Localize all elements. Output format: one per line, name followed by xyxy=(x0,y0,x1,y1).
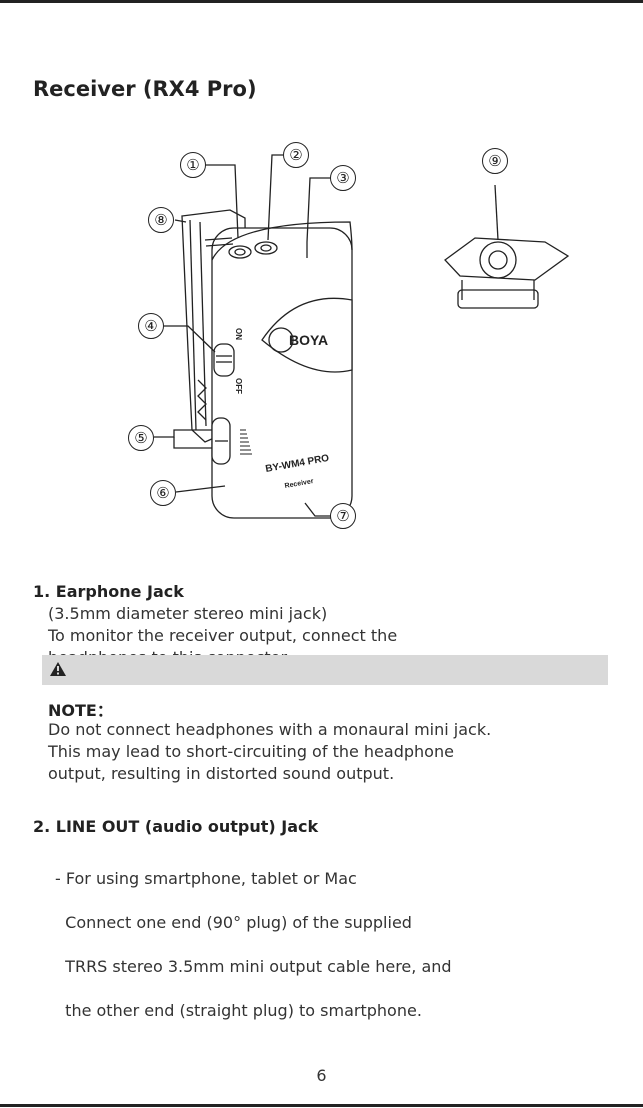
note-line: This may lead to short-circuiting of the… xyxy=(48,742,454,761)
on-label: ON xyxy=(234,328,243,340)
callout-2: ② xyxy=(283,142,309,168)
bottom-rule xyxy=(0,1104,643,1107)
note-text: Do not connect headphones with a monaura… xyxy=(48,719,608,785)
top-rule xyxy=(0,0,643,3)
item-heading-earphone-jack: 1. Earphone Jack xyxy=(33,582,184,601)
brand-text: BOYA xyxy=(289,332,328,348)
receiver-illustration: BOYA BY-WM4 PRO Receiver ON OFF xyxy=(154,154,570,519)
callout-1: ① xyxy=(180,152,206,178)
receiver-figure: BOYA BY-WM4 PRO Receiver ON OFF ① ② ③ ④ … xyxy=(0,130,643,550)
page-number: 6 xyxy=(316,1066,327,1085)
note-line: output, resulting in distorted sound out… xyxy=(48,764,395,783)
warning-icon xyxy=(50,662,66,676)
callout-6: ⑥ xyxy=(150,480,176,506)
body-line: (3.5mm diameter stereo mini jack) xyxy=(48,604,328,623)
note-line: Do not connect headphones with a monaura… xyxy=(48,720,492,739)
body-line: To monitor the receiver output, connect … xyxy=(48,626,398,645)
section-title: Receiver (RX4 Pro) xyxy=(33,77,257,101)
off-label: OFF xyxy=(234,378,243,394)
body-line: Connect one end (90° plug) of the suppli… xyxy=(55,913,412,932)
callout-9: ⑨ xyxy=(482,148,508,174)
body-line: - For using smartphone, tablet or Mac xyxy=(55,869,357,888)
item-heading-line-out-jack: 2. LINE OUT (audio output) Jack xyxy=(33,817,319,836)
callout-7: ⑦ xyxy=(330,503,356,529)
callout-5: ⑤ xyxy=(128,425,154,451)
body-line: the other end (straight plug) to smartph… xyxy=(55,1001,422,1020)
warning-bar xyxy=(42,655,608,685)
line-out-description: - For using smartphone, tablet or Mac Co… xyxy=(55,846,615,1044)
body-line: TRRS stereo 3.5mm mini output cable here… xyxy=(55,957,452,976)
callout-4: ④ xyxy=(138,313,164,339)
callout-8: ⑧ xyxy=(148,207,174,233)
callout-3: ③ xyxy=(330,165,356,191)
note-label: NOTE： xyxy=(48,701,113,720)
